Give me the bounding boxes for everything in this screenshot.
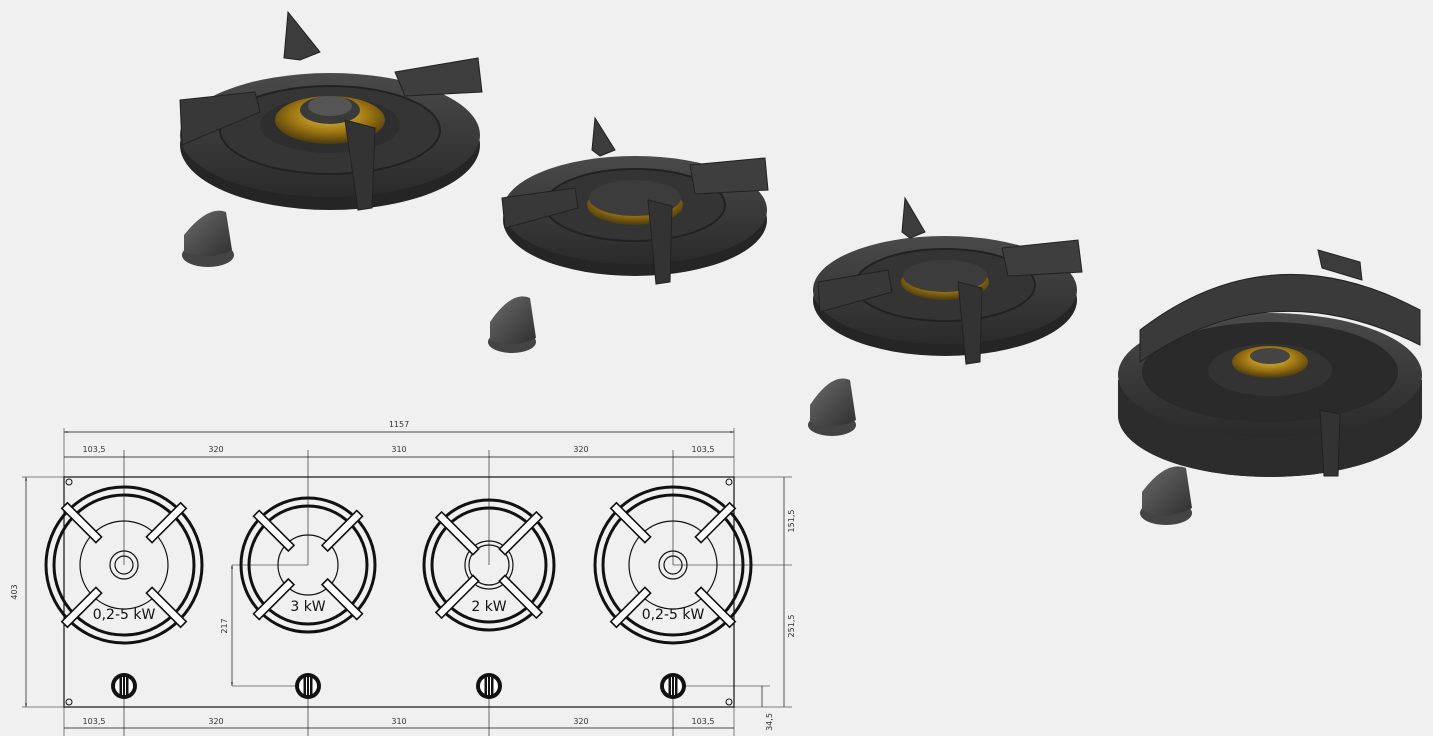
bottom-dim-3: 310: [391, 717, 406, 726]
top-dim-1: 103,5: [83, 445, 106, 454]
pan-support-arm: [498, 574, 544, 620]
bottom-dim-4: 320: [573, 717, 588, 726]
pan-support-arm: [252, 509, 296, 553]
wok-burner-render-1: [179, 10, 483, 211]
pan-support-arm: [60, 586, 103, 629]
pan-support-arm: [694, 586, 737, 629]
burner-4-power: 0,2-5 kW: [642, 607, 705, 623]
burner-power-labels: 0,2-5 kW 3 kW 2 kW 0,2-5 kW: [93, 599, 705, 623]
knob-render-4: [1140, 466, 1192, 525]
pan-support-arm: [145, 501, 188, 544]
wok-ring-burner-render-4: [1118, 249, 1422, 477]
bottom-dim-2: 320: [208, 717, 223, 726]
pan-support-arm: [609, 586, 652, 629]
pan-support-arm: [320, 577, 364, 621]
right-mid-dim: 251,5: [787, 615, 796, 638]
hob-plate-outline: [63, 476, 735, 708]
knob-symbol-1: [111, 673, 137, 699]
pan-support-arm: [498, 510, 544, 556]
burner-render-2: [501, 116, 769, 285]
bottom-dim-5: 103,5: [692, 717, 715, 726]
pan-support-arm: [694, 501, 737, 544]
burner-2-power: 3 kW: [290, 599, 325, 615]
burner-render-3: [813, 196, 1083, 365]
knob-symbol-3: [476, 673, 502, 699]
knob-render-1: [182, 210, 234, 267]
pan-support-arm: [434, 510, 480, 556]
bottom-dim-1: 103,5: [83, 717, 106, 726]
burner-drawing-1: [44, 485, 204, 645]
right-top-dim: 151,5: [787, 510, 796, 533]
top-dim-3: 310: [391, 445, 406, 454]
burner-3-power: 2 kW: [471, 599, 506, 615]
pan-support-arm: [252, 577, 296, 621]
pan-support-arm: [609, 501, 652, 544]
burner-drawing-2: [239, 496, 377, 634]
knob-symbols: [111, 673, 686, 699]
pan-support-arm: [145, 586, 188, 629]
burner-1-power: 0,2-5 kW: [93, 607, 156, 623]
height-label: 403: [10, 584, 19, 599]
pan-support-arm: [434, 574, 480, 620]
burner-drawings: [44, 485, 753, 645]
pan-support-arm: [320, 509, 364, 553]
knob-symbol-4: [660, 673, 686, 699]
right-bottom-dim: 34,5: [765, 713, 774, 731]
burner-drawing-4: [593, 485, 753, 645]
knob-render-3: [808, 378, 856, 436]
knob-symbol-2: [295, 673, 321, 699]
technical-drawing: [22, 428, 792, 736]
top-dim-5: 103,5: [692, 445, 715, 454]
overall-width-label: 1157: [389, 420, 409, 429]
top-dim-4: 320: [573, 445, 588, 454]
pan-support-arm: [60, 501, 103, 544]
top-dim-2: 320: [208, 445, 223, 454]
burner-drawing-3: [422, 498, 556, 632]
knob-distance-label: 217: [220, 618, 229, 633]
dimension-labels: 1157 103,5 320 310 320 103,5 103,5 320 3…: [10, 420, 796, 731]
knob-render-2: [488, 296, 536, 353]
